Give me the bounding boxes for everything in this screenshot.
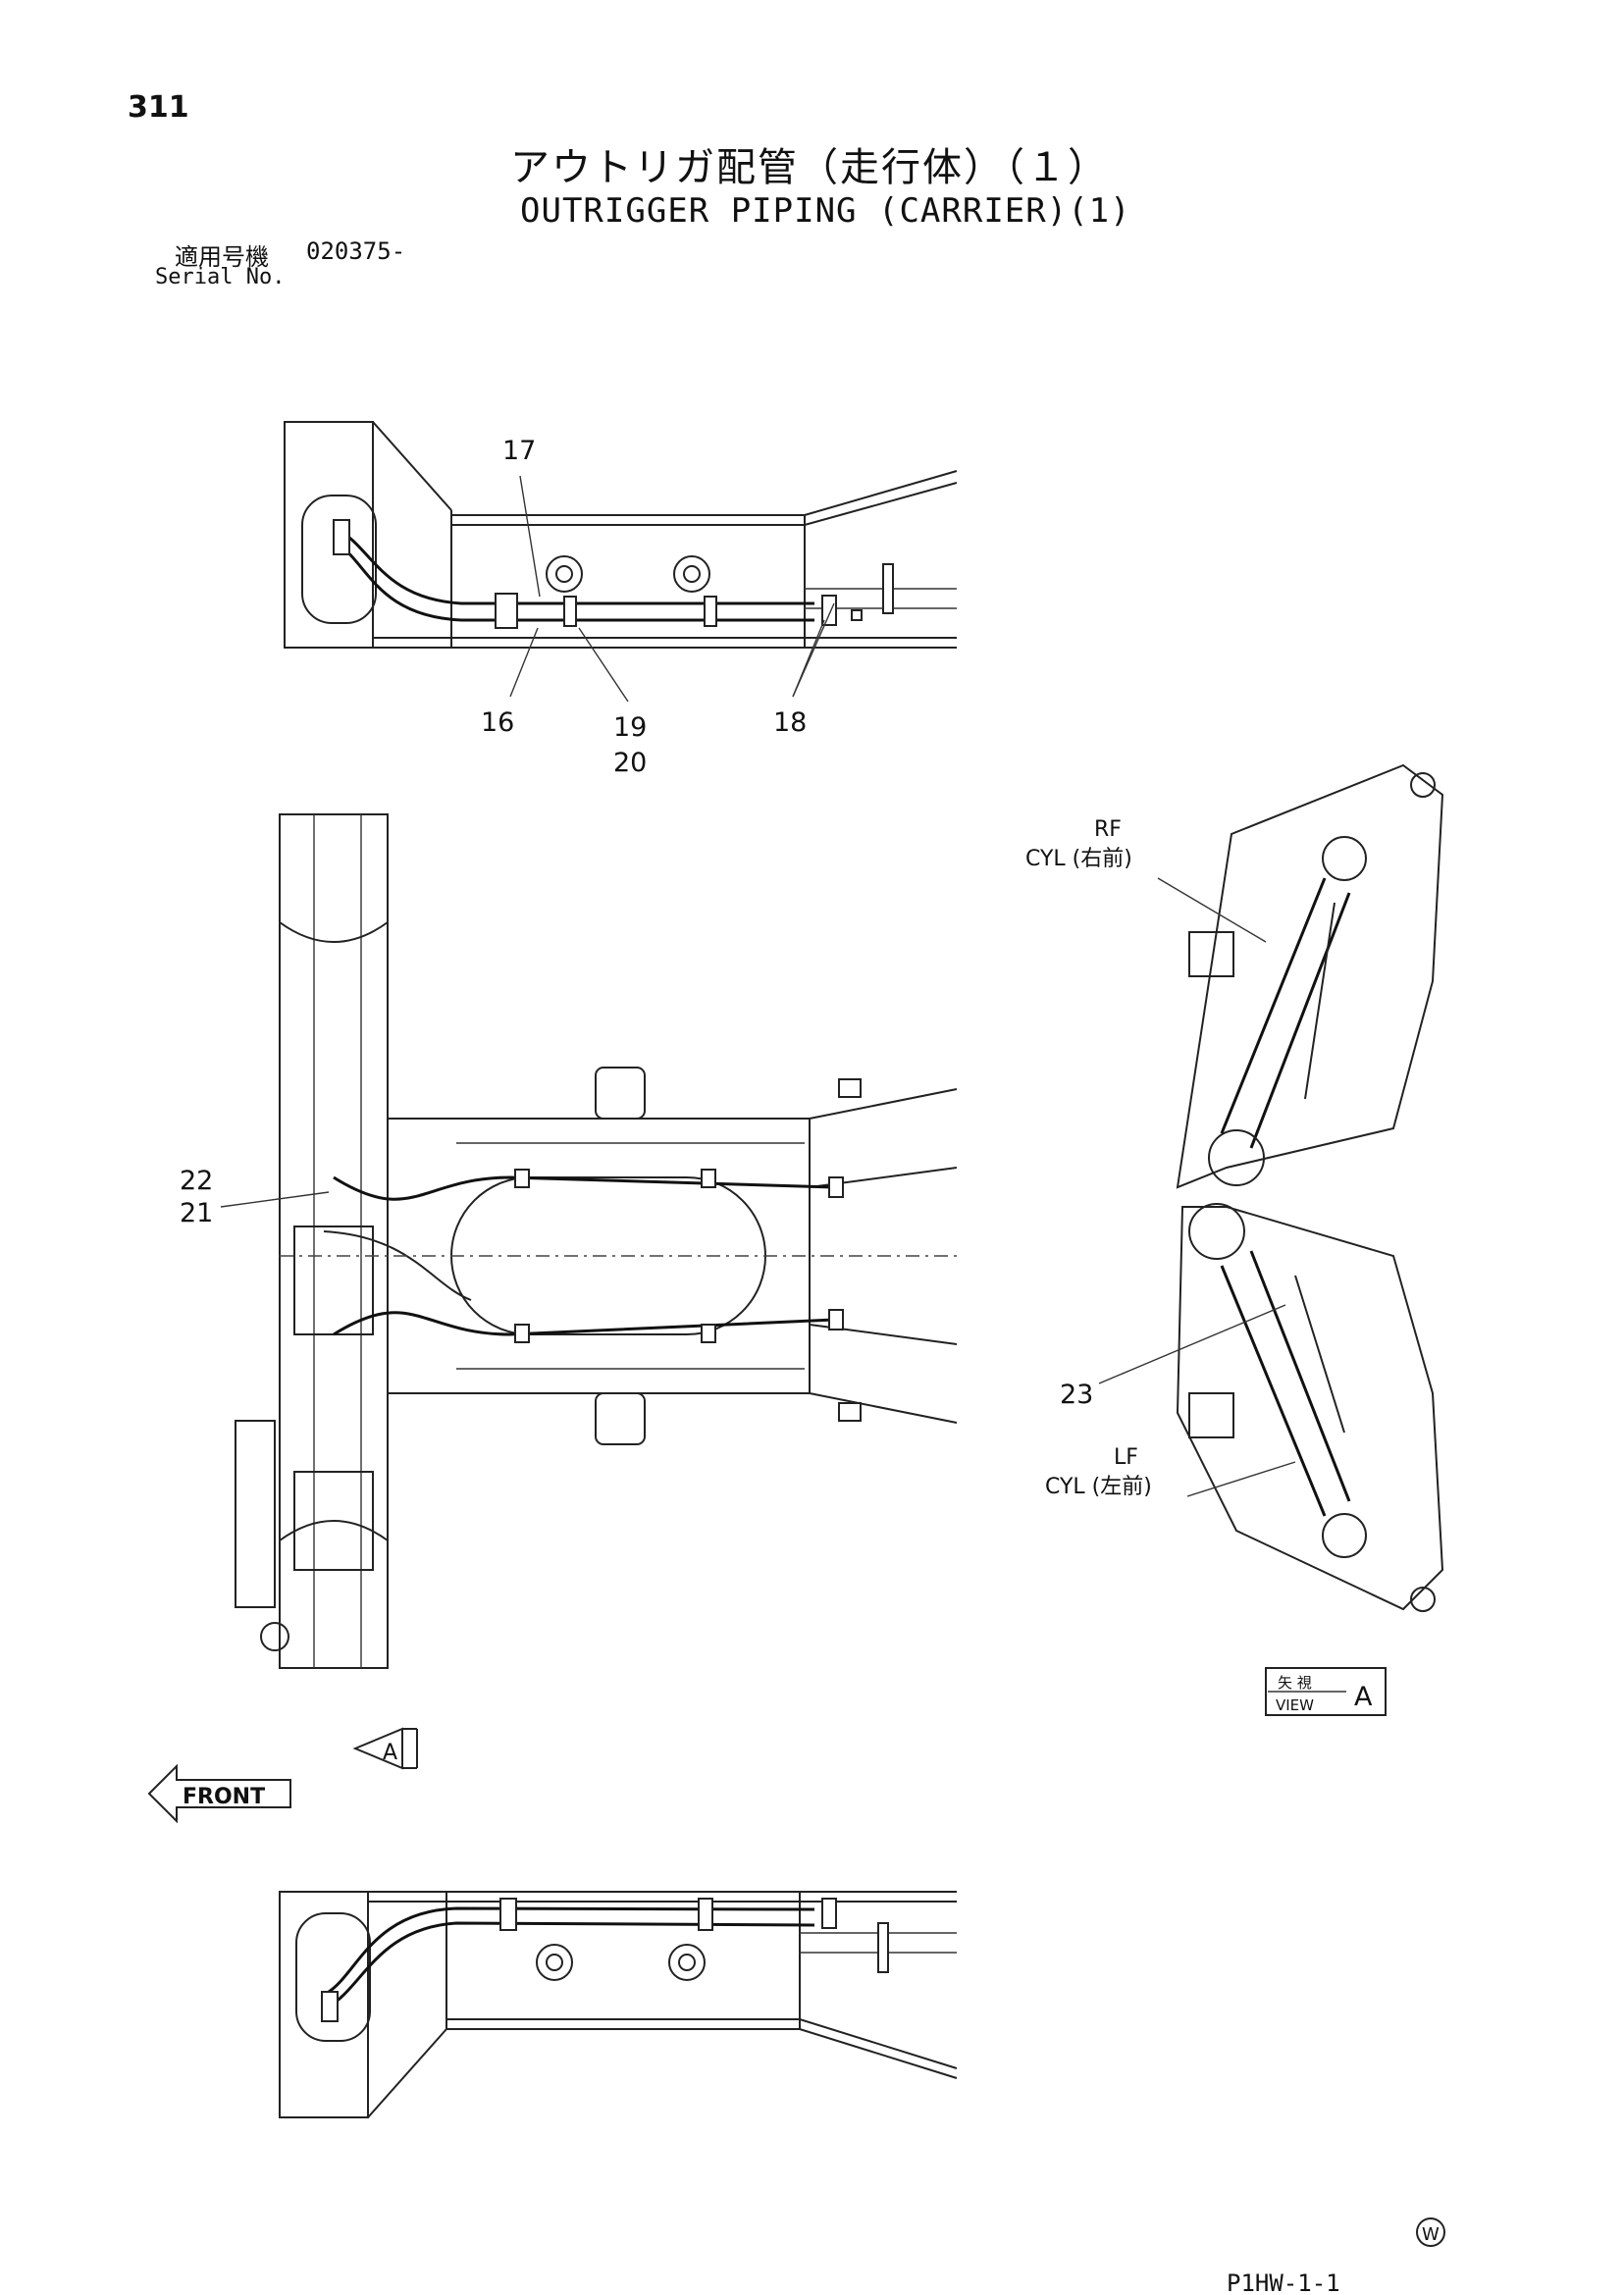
callout-16: 16: [481, 707, 514, 738]
bottom-side-view: [279, 1891, 958, 2118]
view-a-drawing: [1176, 763, 1444, 1612]
lf-label-line1: LF: [1114, 1445, 1138, 1470]
footer-symbol-icon: [1416, 2217, 1445, 2247]
callout-21: 21: [180, 1198, 213, 1228]
serial-number-value: 020375-: [306, 237, 406, 265]
lf-label-line2: CYL (左前): [1045, 1475, 1152, 1499]
serial-label-english: Serial No.: [155, 265, 286, 289]
footer-code: P1HW-1-1: [1227, 2269, 1340, 2295]
title-english: OUTRIGGER PIPING (CARRIER)(1): [520, 191, 1131, 231]
page-number: 311: [128, 90, 189, 125]
view-letter: A: [1354, 1682, 1373, 1712]
view-a-tag: [1265, 1667, 1387, 1716]
rf-label-line2: CYL (右前): [1025, 847, 1132, 871]
leader-21-22: [220, 1191, 330, 1208]
footer-symbol: W: [1422, 2224, 1440, 2245]
view-a-arrow: [352, 1727, 418, 1770]
top-leader-lines: [509, 475, 835, 703]
callout-18: 18: [773, 707, 807, 738]
rf-label-line1: RF: [1094, 817, 1122, 842]
front-label: FRONT: [183, 1785, 265, 1809]
callout-19: 19: [613, 712, 647, 743]
view-label-japanese: 矢 視: [1278, 1674, 1312, 1692]
plan-view: [235, 813, 958, 1669]
callout-22: 22: [180, 1166, 213, 1196]
view-a-leaders: [1098, 877, 1296, 1497]
view-label-english: VIEW: [1276, 1696, 1314, 1714]
callout-23: 23: [1060, 1380, 1093, 1410]
callout-17: 17: [502, 436, 536, 466]
front-arrow-icon: [147, 1763, 291, 1824]
view-arrow-letter: A: [383, 1741, 397, 1765]
serial-label-japanese: 適用号機: [175, 243, 269, 271]
top-side-view: [284, 421, 958, 649]
title-japanese: アウトリガ配管（走行体）（１）: [510, 145, 1109, 190]
callout-20: 20: [613, 748, 647, 778]
